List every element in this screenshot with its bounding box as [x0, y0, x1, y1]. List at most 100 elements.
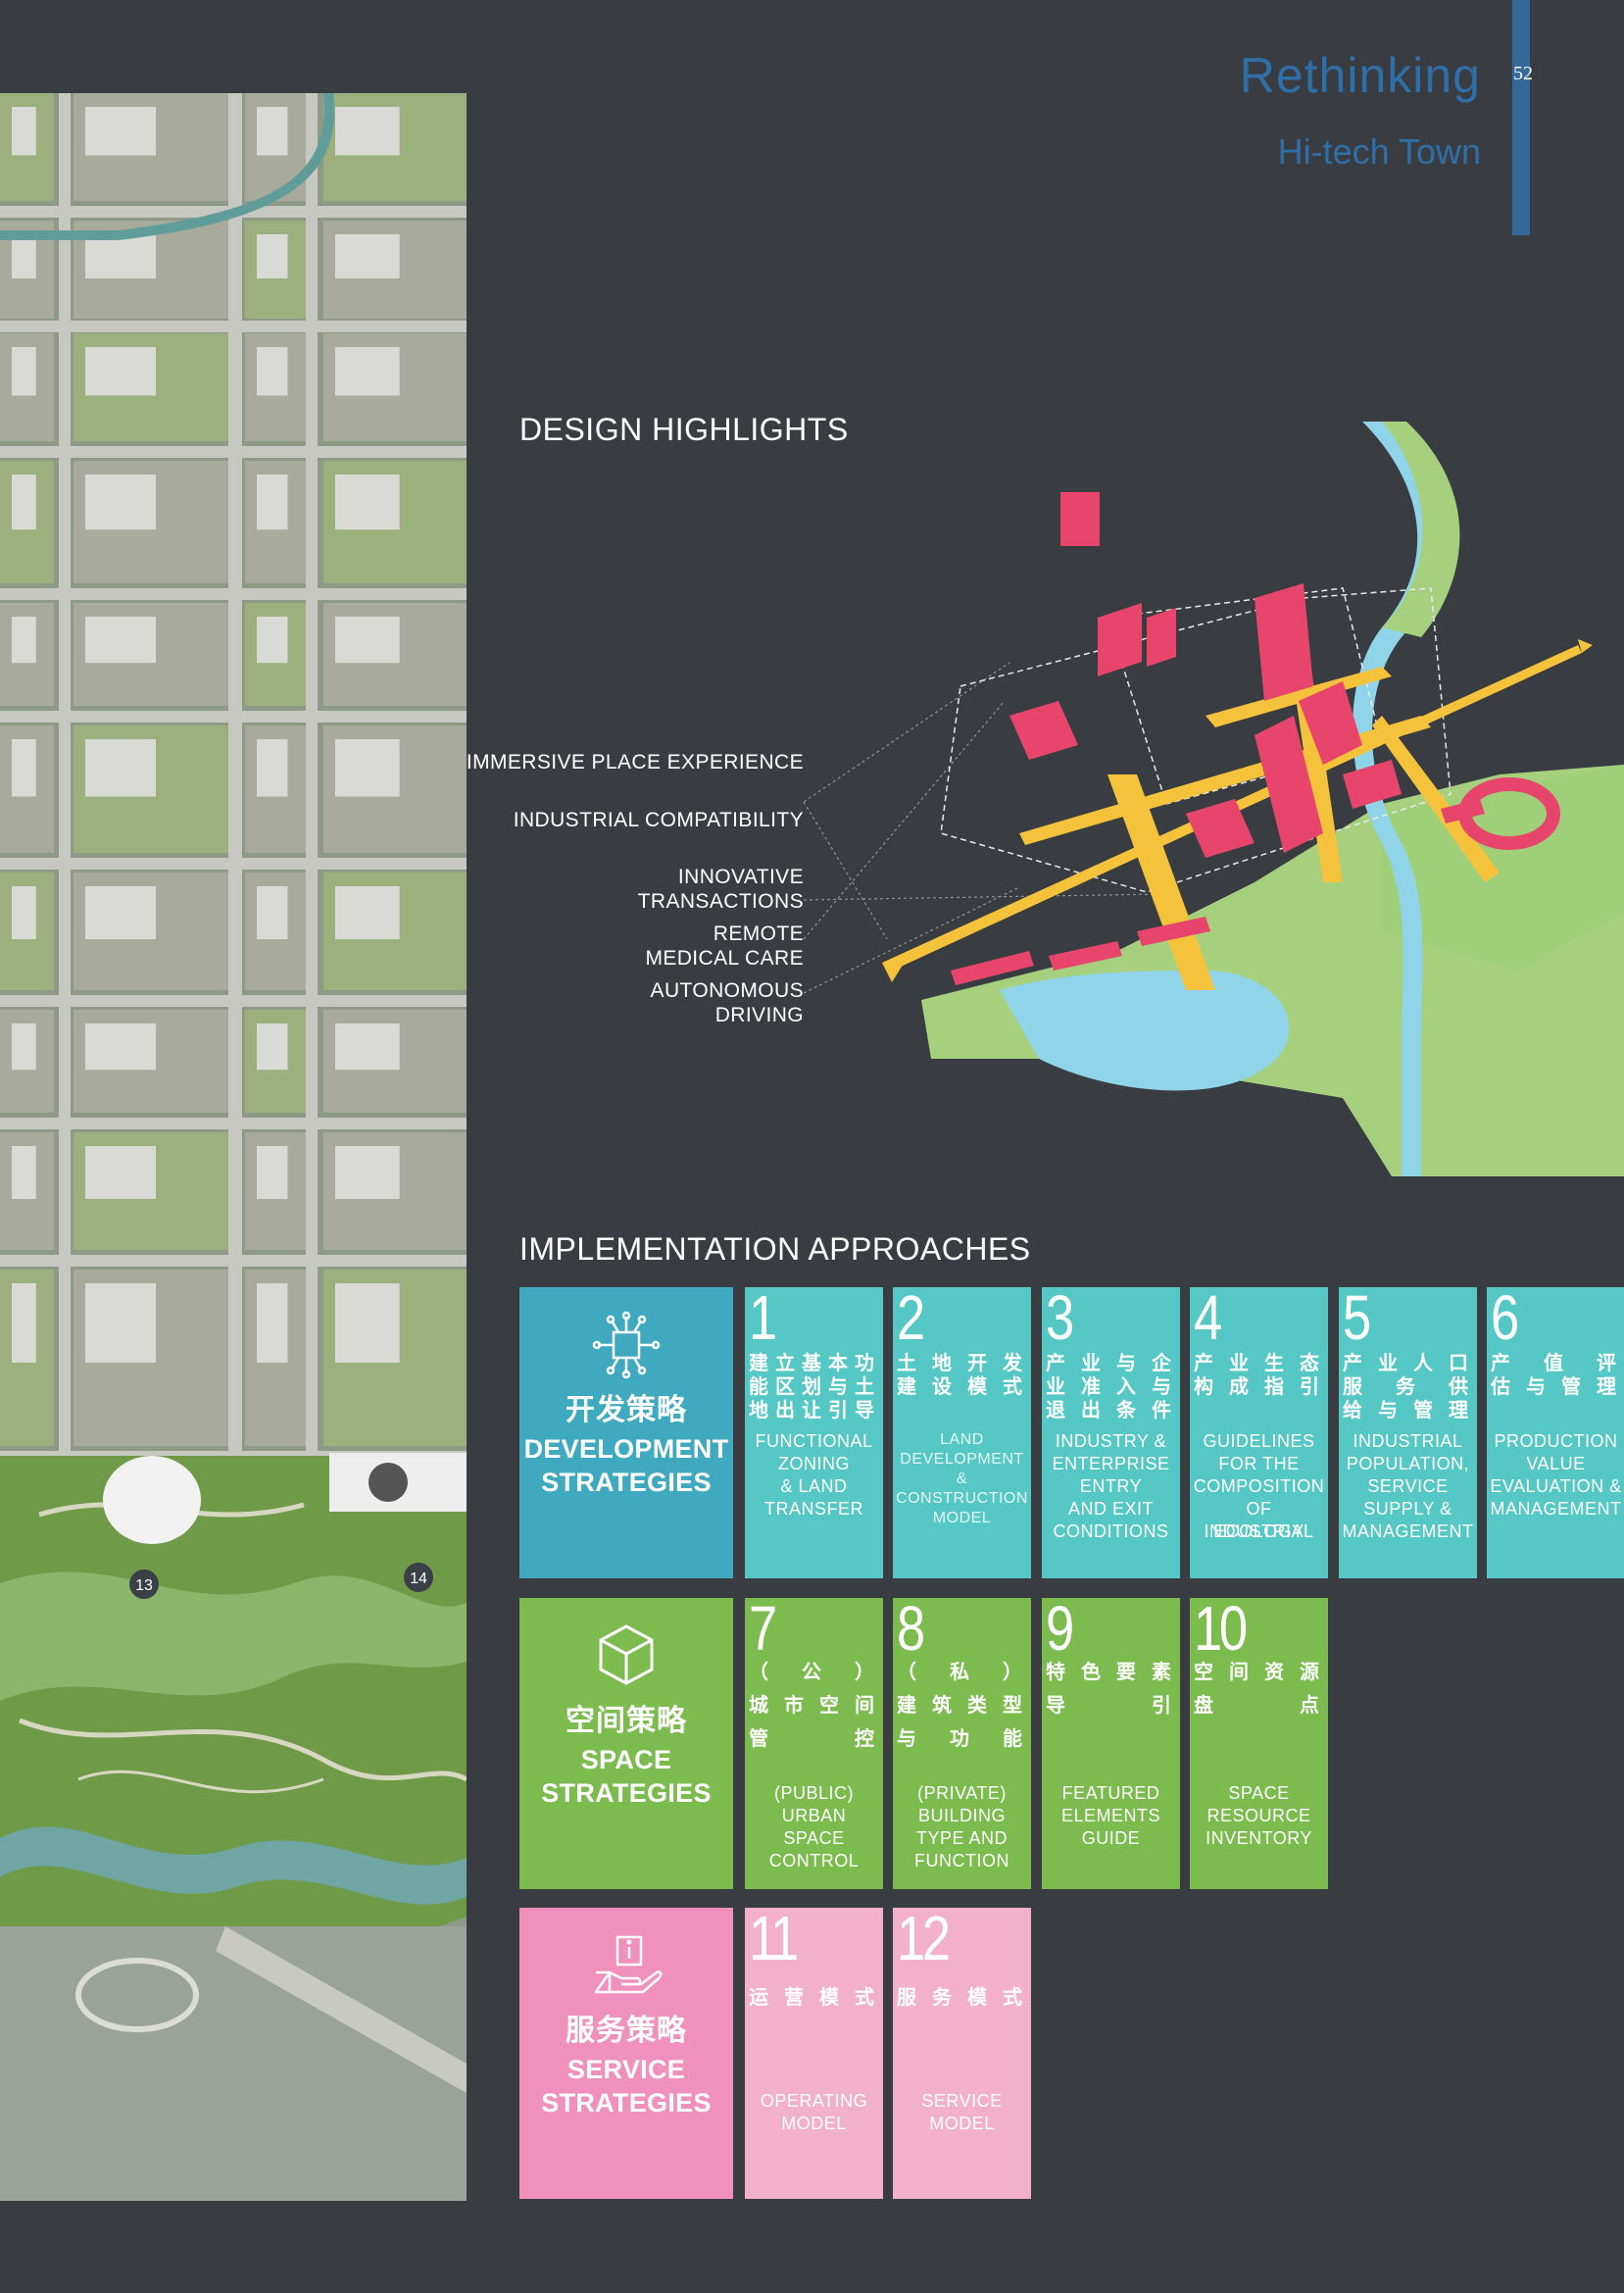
road — [0, 858, 467, 870]
building-footprint — [12, 617, 36, 664]
road — [59, 93, 71, 1456]
road — [0, 588, 467, 600]
page-title: Rethinking — [1239, 48, 1481, 103]
building-footprint — [85, 617, 156, 664]
approach-tile-cn-line: 与功能 — [897, 1728, 1027, 1750]
approach-tile-number: 7 — [749, 1598, 777, 1664]
road — [0, 321, 467, 332]
chip-icon — [592, 1311, 661, 1379]
approach-tile-en-line: SPACE — [1228, 1783, 1290, 1803]
approach-tile-cn-line: 建立基本功 — [749, 1353, 879, 1374]
approach-tile-en-line: ELEMENTS — [1060, 1806, 1161, 1825]
approach-tile-en-line: CONTROL — [768, 1851, 860, 1870]
category-space-cn: 空间策略 — [566, 1705, 687, 1737]
approach-tile-cn-line: 特色要素 — [1046, 1662, 1176, 1683]
approach-tile-en-line: GUIDE — [1081, 1828, 1141, 1848]
approach-tile-en-line: & — [956, 1471, 968, 1487]
aerial-site-plan: 13 14 — [0, 93, 467, 2201]
implementation-heading: IMPLEMENTATION APPROACHES — [519, 1231, 1031, 1267]
approach-tile-en-line: CONDITIONS — [1053, 1521, 1169, 1541]
approach-tile-en-line: URBAN — [781, 1806, 847, 1825]
approach-tile-cn-line: 服务模式 — [897, 1987, 1027, 2009]
approach-tile-en-line: SERVICE — [1367, 1476, 1449, 1496]
approach-tile-en-line: ENTERPRISE — [1052, 1454, 1170, 1473]
approach-tile-cn-line: 产业人口 — [1343, 1353, 1473, 1374]
building-footprint — [335, 234, 400, 278]
site-plan-drawing: 13 14 — [0, 93, 467, 2201]
header-accent-bar — [1512, 0, 1530, 235]
building-footprint — [12, 1023, 36, 1071]
approach-tile-en-line: POPULATION, — [1346, 1454, 1470, 1473]
approach-tile-en-line: PRODUCTION — [1494, 1431, 1618, 1451]
building-footprint — [257, 1146, 288, 1199]
building-footprint — [335, 617, 400, 664]
approach-tile-en-line: TRANSFER — [763, 1499, 863, 1519]
map-marker-14-label: 14 — [410, 1570, 427, 1587]
approach-tile-en-line: AND EXIT — [1067, 1499, 1154, 1519]
road — [306, 93, 318, 1456]
approach-tile-cn-line: 退出条件 — [1046, 1400, 1176, 1421]
approach-tile-cn-line: 服务供 — [1343, 1376, 1473, 1398]
cube-icon — [599, 1624, 654, 1685]
approach-tile-en-line: GUIDELINES — [1203, 1431, 1315, 1451]
building-footprint — [335, 1023, 400, 1071]
approach-tile-number: 5 — [1343, 1287, 1371, 1353]
category-service-cn: 服务策略 — [566, 2015, 687, 2047]
approach-tile-en-line: ENTRY — [1079, 1476, 1143, 1496]
approach-tile-number: 10 — [1194, 1598, 1248, 1664]
building-footprint — [12, 739, 36, 797]
building-footprint — [257, 886, 288, 939]
approach-tile-en-line: SPACE — [783, 1828, 845, 1848]
building-footprint — [12, 1146, 36, 1199]
road — [0, 711, 467, 723]
building-footprint — [85, 1146, 156, 1199]
approach-tile-cn-line: 建设模式 — [897, 1376, 1027, 1398]
info-hand-icon — [594, 1935, 663, 1994]
building-footprint — [85, 474, 156, 530]
approach-tile-en-line: (PRIVATE) — [917, 1783, 1007, 1803]
approach-tile-cn-line: 产业生态 — [1194, 1353, 1324, 1374]
approach-tile-en-line: INVENTORY — [1206, 1828, 1312, 1848]
road — [228, 93, 242, 1456]
highlight-label-immersive: IMMERSIVE PLACE EXPERIENCE — [466, 751, 804, 773]
highlight-label-industrial: INDUSTRIAL COMPATIBILITY — [513, 809, 804, 831]
design-highlights-diagram — [794, 422, 1624, 1176]
approach-tile-en-line: MODEL — [929, 2114, 995, 2133]
category-development-cn: 开发策略 — [566, 1394, 687, 1426]
building-footprint — [12, 1283, 36, 1363]
map-marker-13 — [129, 1570, 159, 1599]
approach-tile-cn-line: 业准入与 — [1046, 1376, 1176, 1398]
approach-tile-cn-line: 管控 — [749, 1728, 879, 1750]
approach-tile-en-line: OPERATING — [760, 2091, 868, 2111]
map-marker-14 — [404, 1563, 433, 1592]
approach-tile-en-line: MANAGEMENT — [1342, 1521, 1474, 1541]
road — [0, 995, 467, 1007]
axonometric-diagram — [882, 422, 1624, 1176]
approach-tile-cn-line: （公） — [749, 1662, 879, 1683]
building-footprint — [12, 234, 36, 278]
map-marker-13-label: 13 — [135, 1577, 153, 1594]
approach-tile-cn-line: （私） — [897, 1662, 1027, 1683]
building-footprint — [257, 474, 288, 530]
approach-tile-number: 2 — [897, 1287, 925, 1353]
approach-tile-en-line: OF INDUSTRIAL — [1204, 1499, 1314, 1541]
